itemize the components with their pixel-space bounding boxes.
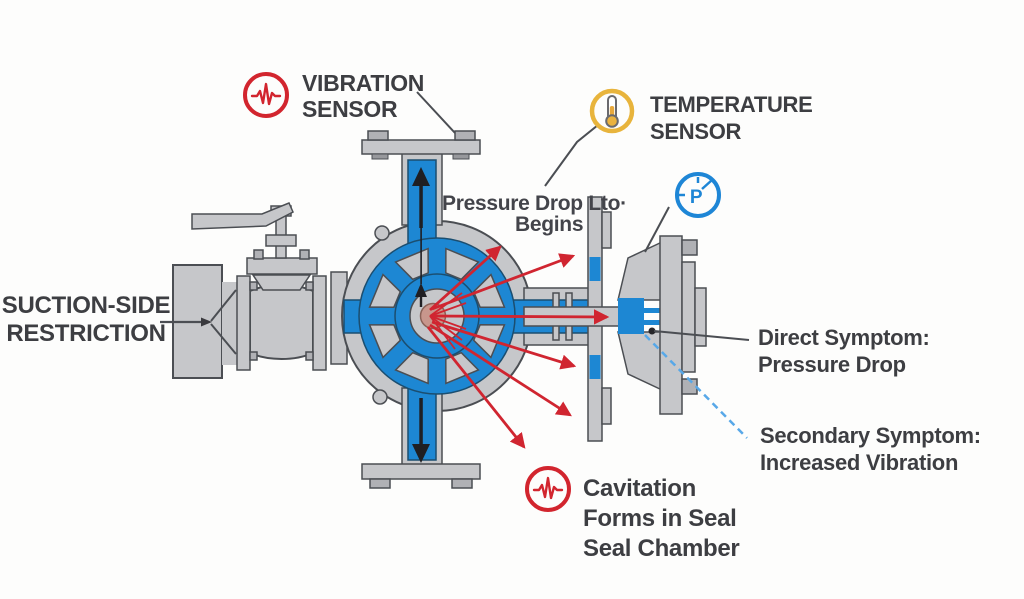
suction-restriction-label-line2: RESTRICTION <box>6 320 165 347</box>
impeller-vane <box>368 324 402 359</box>
pressure-drop-label-line2: Begins <box>515 213 583 236</box>
vibration-waveform <box>250 82 282 106</box>
gland-plate <box>659 235 683 415</box>
seal-point-dot <box>648 327 656 335</box>
vibration-waveform <box>532 476 564 500</box>
bottom-flange-bolt <box>451 478 473 489</box>
impeller <box>368 247 506 385</box>
impeller-vane <box>368 273 402 308</box>
cavitation-fan-line <box>429 302 467 317</box>
vibration-sensor-leader <box>416 91 456 134</box>
bonnet-bolt <box>299 249 310 260</box>
seal-gland-lower <box>617 331 663 392</box>
backplate-tab <box>601 211 612 249</box>
secondary-symptom-dashed-line <box>644 334 748 439</box>
seal-face-line <box>644 320 672 325</box>
cavitation-arrow <box>429 245 502 312</box>
suction-piping <box>172 202 348 379</box>
pressure-gauge-leader <box>644 206 670 253</box>
valve-handle <box>191 202 294 230</box>
packing-flange <box>265 234 297 247</box>
top-flange <box>361 139 481 155</box>
flange-bolt <box>249 281 258 291</box>
valve-bonnet <box>251 274 312 291</box>
bonnet-flange <box>246 257 318 275</box>
casing-bolt-hole <box>374 225 390 241</box>
temperature-sensor-label-line2: SENSOR <box>650 119 742 144</box>
restriction-taper-upper <box>210 289 237 322</box>
annotation-lines <box>160 91 750 439</box>
direct-symptom-leader <box>653 330 750 341</box>
cavitation-fan-line <box>429 315 463 341</box>
seal-face-line <box>644 308 672 313</box>
flange-bolt <box>305 281 314 291</box>
seal-chamber-fluid <box>618 298 644 334</box>
backplate-tab <box>601 387 612 425</box>
top-flange-bolt <box>454 130 476 141</box>
backplate-waterway <box>589 355 601 379</box>
valve-flange-right <box>312 275 327 371</box>
vibration-sensor-label-line2: SENSOR <box>302 96 398 122</box>
valve-flange-left <box>236 275 251 371</box>
valve-body <box>249 284 314 360</box>
suction-restriction-label-line1: SUCTION-SIDE <box>2 292 171 319</box>
bottom-flange-bolt <box>369 478 391 489</box>
flange-nut <box>452 153 470 160</box>
bottom-flange <box>361 463 481 480</box>
restriction-taper-lower <box>210 323 237 355</box>
cavitation-icon <box>525 466 571 512</box>
flange-bolt <box>249 351 258 361</box>
cavitation-arrow <box>426 326 526 449</box>
temperature-sensor-leader <box>544 124 599 187</box>
impeller-vane <box>394 351 429 385</box>
thermometer-bulb <box>605 114 619 128</box>
top-flange-bolt <box>367 130 389 141</box>
cavitation-arrow <box>429 323 572 417</box>
cavitation-label-line1: Cavitation <box>583 475 696 502</box>
secondary-symptom-label-line2: Increased Vibration <box>760 450 958 475</box>
flange-bolt <box>305 351 314 361</box>
suction-restriction-arrowhead <box>201 317 212 327</box>
cavitation-label-line2: Forms in Seal <box>583 505 736 532</box>
bonnet-bolt <box>253 249 264 260</box>
impeller-vane <box>472 273 506 308</box>
backplate-waterway <box>589 257 601 281</box>
temperature-sensor-icon <box>589 88 635 134</box>
impeller-vane <box>445 247 480 281</box>
flow-arrow-down <box>412 398 430 463</box>
pressure-drop-label-line1: Pressure Drop Lto· <box>442 192 627 215</box>
gauge-needle <box>701 179 713 190</box>
cavitation-arrow <box>431 320 577 370</box>
seal-gland-upper <box>617 240 663 301</box>
flange-nut <box>371 153 389 160</box>
cavitation-fan-line <box>429 315 467 330</box>
casing-bolt-hole <box>372 389 388 405</box>
temperature-sensor-label-line1: TEMPERATURE <box>650 92 813 117</box>
pressure-gauge-letter: P <box>690 187 703 208</box>
cavitation-arrow-to-seal <box>432 309 610 325</box>
cavitation-arrow <box>431 253 576 311</box>
gland-bolt <box>681 239 698 256</box>
impeller-vane <box>394 247 429 281</box>
gate-valve <box>191 202 327 371</box>
bearing-housing <box>681 261 696 373</box>
vibration-sensor-icon <box>243 72 289 118</box>
direct-symptom-label-line1: Direct Symptom: <box>758 325 930 350</box>
secondary-symptom-label-line1: Secondary Symptom: <box>760 423 981 448</box>
direct-symptom-label-line2: Pressure Drop <box>758 352 906 377</box>
flow-arrow-up <box>412 167 430 307</box>
pressure-gauge-icon: P <box>675 172 721 218</box>
vibration-sensor-label-line1: VIBRATION <box>302 70 424 96</box>
bearing-housing-end <box>694 287 707 347</box>
cavitation-arrows <box>426 245 610 449</box>
cavitation-label-line3: Seal Chamber <box>583 535 739 562</box>
